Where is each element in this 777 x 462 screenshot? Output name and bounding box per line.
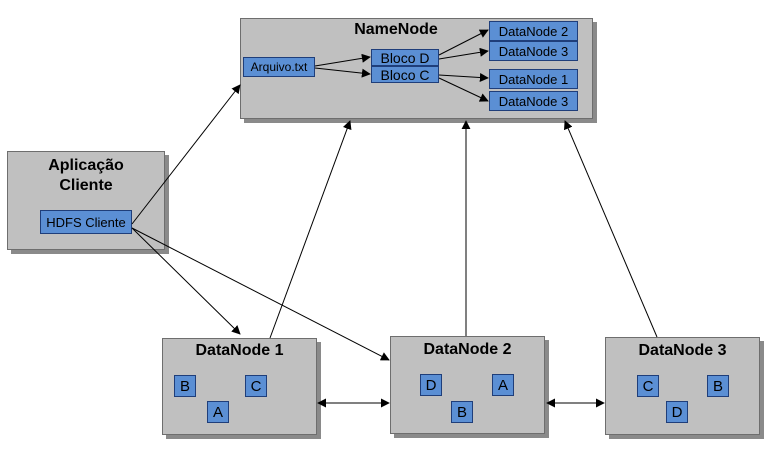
client-title-line2: Cliente [59,177,113,194]
arrow-datanode-3-to-namenode [564,120,658,338]
datanode-2-block-b: B [451,401,473,423]
datanode-1-block-b: B [174,375,196,397]
datanode-3-block-d: D [666,401,688,423]
replica-d-datanode-2: DataNode 2 [489,21,578,41]
datanode-1-title: DataNode 1 [195,342,284,359]
replica-d-datanode-3: DataNode 3 [489,41,578,61]
datanode-3-block-b: B [707,375,729,397]
arrow-datanode-1-to-namenode [269,120,352,339]
datanode-3-title: DataNode 3 [638,342,727,359]
datanode-2-block-d: D [420,374,442,396]
replica-c-datanode-3: DataNode 3 [489,91,578,111]
datanode-1-block-a: A [207,401,229,423]
client-title-line1: Aplicação [48,157,124,174]
namenode-title: NameNode [354,21,438,38]
bloco-d: Bloco D [371,49,439,66]
datanode-2-title: DataNode 2 [423,341,512,358]
file-arquivo: Arquivo.txt [243,57,315,77]
datanode-2-block-a: A [492,374,514,396]
hdfs-client: HDFS Cliente [40,210,132,234]
datanode-1-block-c: C [245,375,267,397]
client-panel: Aplicação Cliente [7,151,165,250]
bloco-c: Bloco C [371,66,439,83]
datanode-3-block-c: C [637,375,659,397]
replica-c-datanode-1: DataNode 1 [489,69,578,89]
datanode-3-panel: DataNode 3 [605,337,760,435]
